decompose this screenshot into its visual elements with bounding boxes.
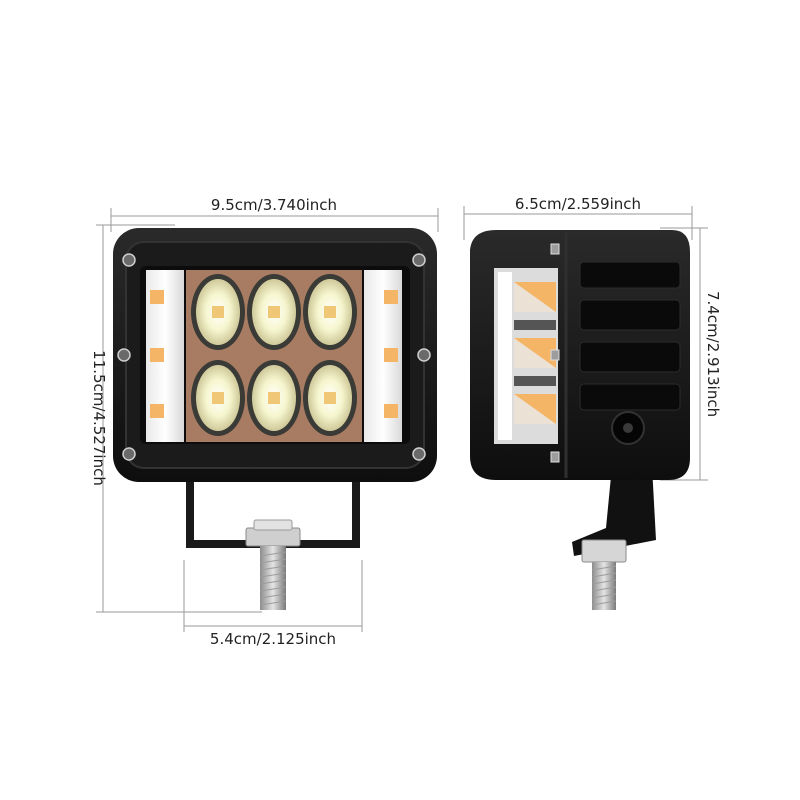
led-reflector	[191, 360, 245, 436]
side-view: 6.5cm/2.559inch 7.4cm/2.913inch	[463, 195, 722, 610]
front-screws	[117, 253, 431, 461]
led-reflector	[191, 274, 245, 350]
front-mounting-bracket	[186, 478, 360, 610]
bracket-width-dimension	[183, 560, 363, 632]
front-view: 9.5cm/3.740inch 11.5cm/4.527inch 5.4cm/2…	[90, 196, 439, 648]
front-height-dimension	[96, 224, 262, 613]
led-reflector	[247, 360, 301, 436]
side-led-row	[514, 282, 556, 424]
front-width-label: 9.5cm/3.740inch	[211, 196, 337, 214]
side-depth-dimension	[463, 206, 693, 240]
led-reflector	[303, 360, 357, 436]
bracket-width-label: 5.4cm/2.125inch	[210, 630, 336, 648]
side-housing	[470, 230, 690, 480]
side-depth-label: 6.5cm/2.559inch	[515, 195, 641, 213]
front-width-dimension	[110, 208, 439, 232]
led-reflector	[247, 274, 301, 350]
front-right-side-strip	[364, 270, 402, 442]
side-height-label: 7.4cm/2.913inch	[704, 291, 722, 417]
side-mounting-bracket	[572, 466, 656, 610]
front-height-label: 11.5cm/4.527inch	[90, 350, 108, 486]
front-led-grid	[191, 274, 357, 436]
led-reflector	[303, 274, 357, 350]
front-left-side-strip	[146, 270, 184, 442]
